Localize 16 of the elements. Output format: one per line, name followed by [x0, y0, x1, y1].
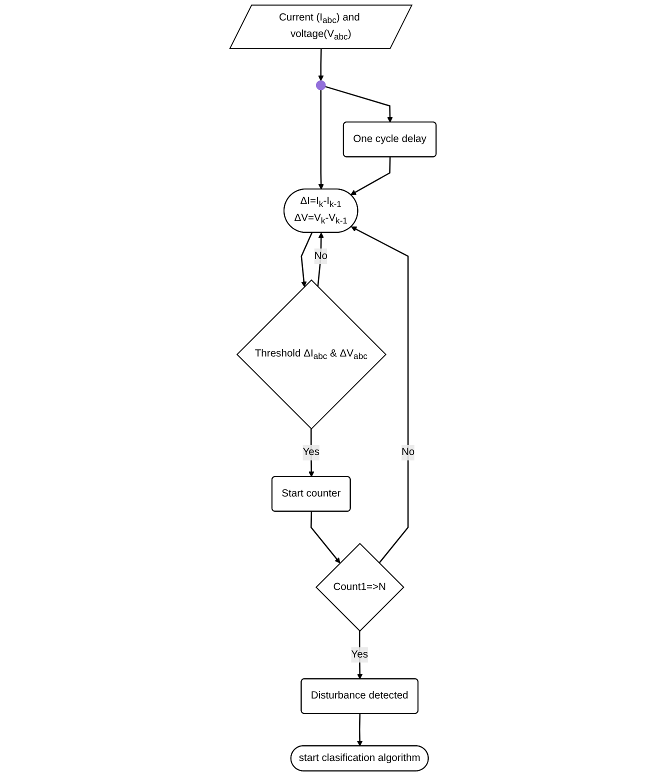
edge-label: Yes	[302, 446, 320, 458]
arrow	[351, 226, 409, 564]
arrow	[350, 157, 391, 196]
arrow	[357, 631, 363, 680]
edge-label: No	[314, 250, 328, 262]
arrow	[308, 428, 314, 478]
arrow	[325, 86, 393, 123]
edge-label: No	[401, 446, 415, 458]
arrow	[356, 714, 363, 746]
arrow	[318, 48, 324, 82]
edge-label: Yes	[351, 649, 368, 660]
arrow	[300, 232, 312, 288]
arrow	[310, 512, 340, 564]
node-diamond: Threshold ΔI$_{abc}$ & ΔV$_{abc}$	[236, 279, 386, 430]
node-diamond: Count1=>N	[315, 542, 404, 632]
arrow	[318, 90, 324, 190]
